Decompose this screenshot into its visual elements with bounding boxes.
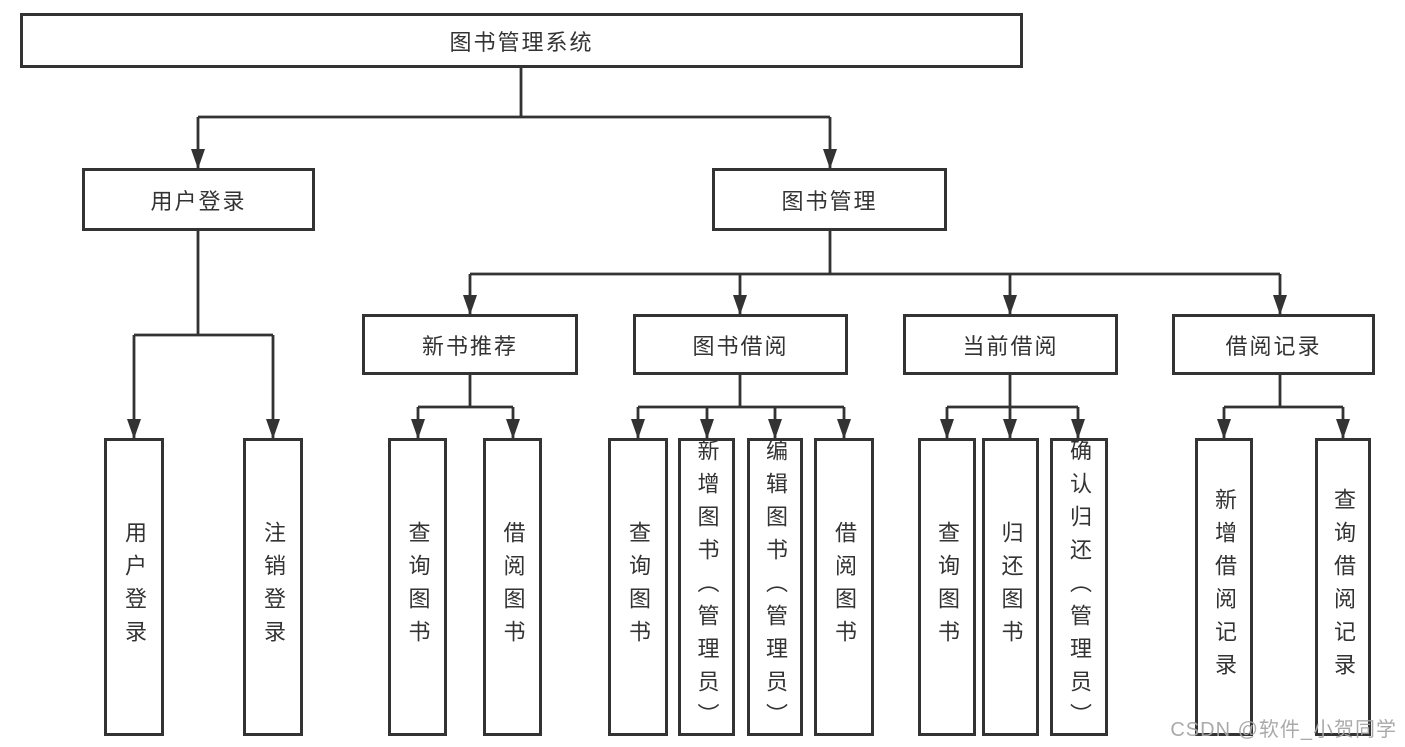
node-user-login: 用户登录 (82, 168, 315, 231)
node-current-borrow: 当前借阅 (903, 314, 1118, 375)
node-label: 归还图书 (998, 521, 1024, 653)
leaf-query-borrow-record: 查询借阅记录 (1315, 438, 1371, 736)
node-book-borrow: 图书借阅 (633, 314, 848, 375)
node-library-management-system: 图书管理系统 (20, 13, 1023, 68)
leaf-user-login: 用户登录 (104, 438, 164, 736)
node-label: 借阅图书 (500, 521, 526, 653)
node-label: 图书管理 (781, 188, 878, 214)
node-label: 新增借阅记录 (1212, 488, 1237, 686)
node-borrow-records: 借阅记录 (1172, 314, 1375, 375)
node-label: 注销登录 (261, 521, 286, 653)
leaf-query-books-2: 查询图书 (608, 438, 668, 736)
node-label: 编辑图书（管理员） (763, 438, 788, 736)
node-label: 新增图书（管理员） (694, 438, 720, 736)
node-label: 查询图书 (626, 521, 651, 653)
leaf-add-borrow-record: 新增借阅记录 (1195, 438, 1253, 736)
node-label: 图书借阅 (692, 333, 789, 359)
node-label: 查询图书 (935, 521, 960, 653)
node-label: 借阅记录 (1225, 333, 1322, 359)
node-label: 当前借阅 (962, 333, 1059, 359)
leaf-query-books-3: 查询图书 (918, 438, 976, 736)
leaf-return-books: 归还图书 (982, 438, 1039, 736)
node-new-book-recommend: 新书推荐 (362, 314, 578, 375)
leaf-borrow-books-2: 借阅图书 (814, 438, 874, 736)
node-label: 图书管理系统 (449, 29, 594, 55)
csdn-watermark: CSDN @软件_小贺同学 (1170, 719, 1397, 741)
node-label: 用户登录 (150, 188, 247, 214)
node-label: 借阅图书 (832, 521, 857, 653)
leaf-add-books-admin: 新增图书（管理员） (678, 438, 735, 736)
node-label: 用户登录 (122, 521, 147, 653)
leaf-logout: 注销登录 (243, 438, 303, 736)
node-label: 查询图书 (405, 521, 431, 653)
node-label: 新书推荐 (421, 333, 518, 359)
leaf-borrow-books-1: 借阅图书 (483, 438, 542, 736)
leaf-confirm-return-admin: 确认归还（管理员） (1050, 438, 1108, 736)
node-label: 查询借阅记录 (1331, 488, 1356, 686)
leaf-edit-books-admin: 编辑图书（管理员） (747, 438, 803, 736)
node-label: 确认归还（管理员） (1067, 438, 1092, 736)
leaf-query-books-1: 查询图书 (388, 438, 447, 736)
node-book-management: 图书管理 (712, 168, 947, 231)
